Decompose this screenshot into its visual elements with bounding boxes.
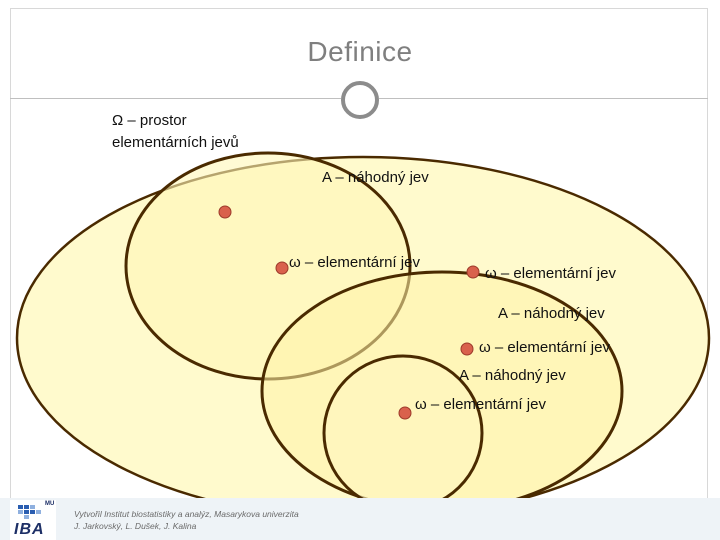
- logo-text: IBA: [14, 521, 45, 538]
- label-elementary-2: ω – elementární jev: [485, 265, 616, 282]
- label-event-a1: A – náhodný jev: [322, 169, 429, 186]
- label-omega-space: Ω – prostor elementárních jevů: [112, 112, 239, 151]
- elementary-point-3: [466, 265, 480, 279]
- elementary-point-1: [218, 205, 232, 219]
- footer-credit-line1: Vytvořil Institut biostatistiky a analýz…: [74, 509, 299, 519]
- footer-credit-line2: J. Jarkovský, L. Dušek, J. Kalina: [74, 521, 197, 531]
- label-elementary-1: ω – elementární jev: [289, 254, 420, 271]
- label-elementary-4: ω – elementární jev: [415, 396, 546, 413]
- elementary-point-4: [460, 342, 474, 356]
- elementary-point-5: [398, 406, 412, 420]
- footer-bar: [0, 498, 720, 540]
- elementary-point-2: [275, 261, 289, 275]
- slide-title: Definice: [307, 36, 413, 67]
- logo-badge: MU: [45, 501, 55, 507]
- label-elementary-3: ω – elementární jev: [479, 339, 610, 356]
- title-rule-left: [10, 98, 341, 99]
- label-event-a2: A – náhodný jev: [498, 305, 605, 322]
- title-ring-icon: [341, 81, 379, 119]
- title-rule-right: [379, 98, 708, 99]
- logo-grid-icon: [18, 505, 41, 519]
- label-event-a3: A – náhodný jev: [459, 367, 566, 384]
